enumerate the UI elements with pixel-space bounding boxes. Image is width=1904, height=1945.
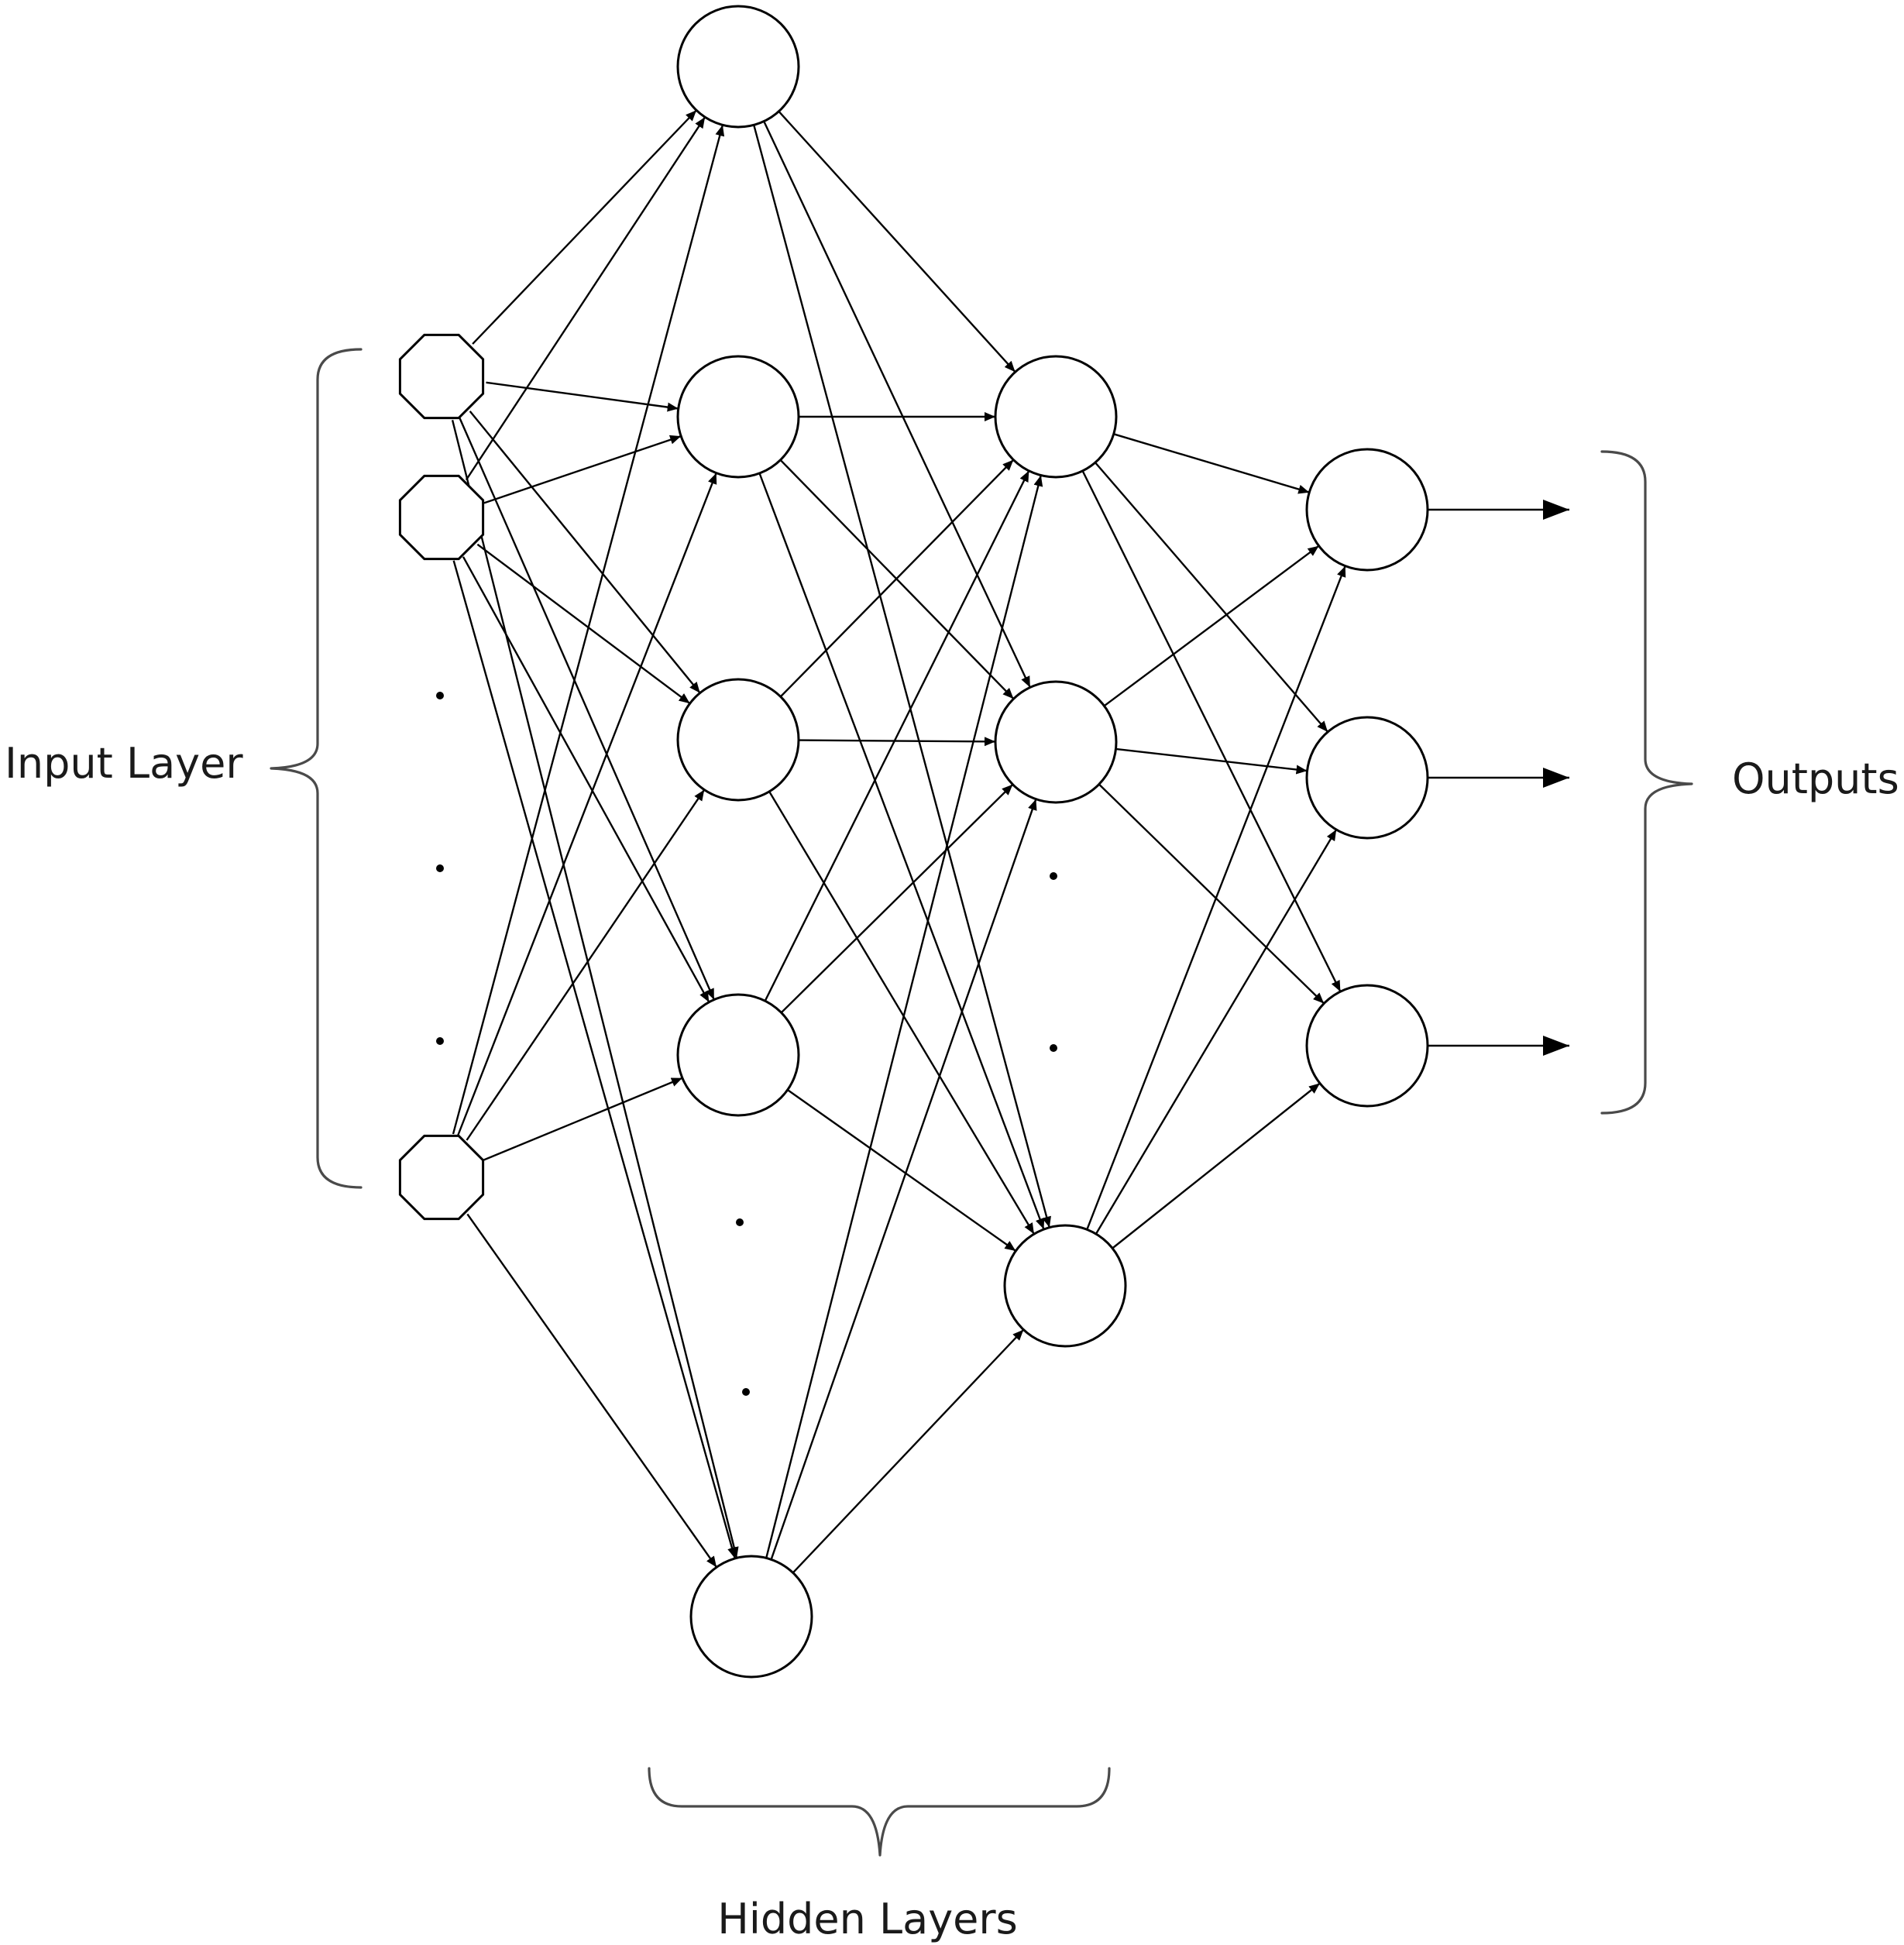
edge-hidden1-4-to-hidden2-3 [787,1089,1016,1252]
edge-hidden1-5-to-hidden2-1 [765,475,1043,1558]
ellipsis-dot-input-1 [436,692,444,699]
edge-input-3-to-hidden1-5 [466,1213,717,1568]
connection-edges [451,109,1346,1574]
node-output-3 [1305,984,1429,1108]
edge-hidden1-1-to-hidden2-1 [778,110,1016,373]
edge-input-3-to-hidden1-3 [466,789,706,1141]
neuron-nodes [398,5,1429,1679]
edge-hidden2-2-to-output-1 [1103,545,1320,707]
outputs-label: Outputs [1732,754,1899,803]
outputs-brace [1600,450,1693,1115]
ellipsis-dot-input-3 [436,1037,444,1045]
node-hidden2-2 [994,680,1118,804]
node-input-3 [398,1134,485,1221]
hidden-layers-label: Hidden Layers [717,1895,1017,1943]
node-hidden2-3 [1003,1224,1127,1348]
ellipsis-dot-hidden2-2 [1050,1044,1057,1052]
output-arrows [1428,500,1569,1056]
edge-hidden2-3-to-output-1 [1086,565,1346,1230]
edge-hidden1-5-to-hidden2-3 [792,1328,1025,1574]
edge-hidden2-1-to-output-3 [1081,470,1342,992]
node-input-1 [398,333,485,420]
ellipsis-dot-input-2 [436,864,444,872]
ellipsis-dot-hidden1-1 [736,1218,744,1226]
edge-input-2-to-hidden1-3 [476,543,691,705]
node-hidden1-4 [676,993,800,1117]
edge-input-1-to-hidden1-5 [451,420,739,1558]
edge-input-1-to-hidden1-1 [472,109,697,345]
edge-input-3-to-hidden1-1 [452,125,725,1135]
ellipsis-dot-hidden1-2 [742,1388,750,1396]
hidden-layers-brace [648,1767,1111,1857]
node-hidden1-5 [689,1555,813,1679]
edge-hidden1-4-to-hidden2-2 [780,783,1014,1014]
node-hidden1-2 [676,355,800,479]
node-input-2 [398,474,485,561]
input-layer-brace [270,348,363,1189]
node-output-2 [1305,716,1429,840]
edge-hidden1-3-to-hidden2-1 [779,459,1015,698]
edge-hidden2-3-to-output-2 [1095,829,1338,1235]
edge-hidden1-5-to-hidden2-2 [770,799,1037,1560]
ellipsis-dot-hidden2-1 [1050,872,1057,880]
node-output-1 [1305,448,1429,572]
node-hidden2-1 [994,355,1118,479]
ellipsis-dots [436,692,1057,1396]
edge-input-3-to-hidden1-2 [456,473,717,1136]
edge-input-2-to-hidden1-5 [452,560,737,1559]
edge-input-2-to-hidden1-1 [465,116,706,481]
edge-hidden1-1-to-hidden2-2 [763,121,1031,688]
edge-hidden1-2-to-hidden2-3 [758,473,1045,1230]
edge-hidden2-2-to-output-2 [1115,747,1308,775]
edge-hidden1-4-to-hidden2-1 [764,470,1030,1002]
edge-hidden2-3-to-output-3 [1112,1082,1321,1249]
edge-input-1-to-hidden1-4 [459,417,715,1000]
edge-hidden1-1-to-hidden2-3 [753,124,1051,1229]
edge-input-1-to-hidden1-3 [469,411,701,694]
edge-input-2-to-hidden1-2 [483,435,682,504]
edge-input-2-to-hidden1-4 [462,556,710,1003]
edge-hidden1-3-to-hidden2-3 [768,791,1035,1235]
edge-hidden2-1-to-output-2 [1094,462,1329,733]
edge-input-1-to-hidden1-2 [486,381,679,412]
edge-hidden2-1-to-output-1 [1113,433,1310,494]
node-hidden1-1 [676,5,800,129]
edge-hidden2-2-to-output-3 [1098,783,1325,1005]
input-layer-label: Input Layer [5,739,243,788]
edge-hidden1-3-to-hidden2-2 [798,737,996,747]
edge-input-3-to-hidden1-4 [483,1077,683,1162]
node-hidden1-3 [676,678,800,802]
